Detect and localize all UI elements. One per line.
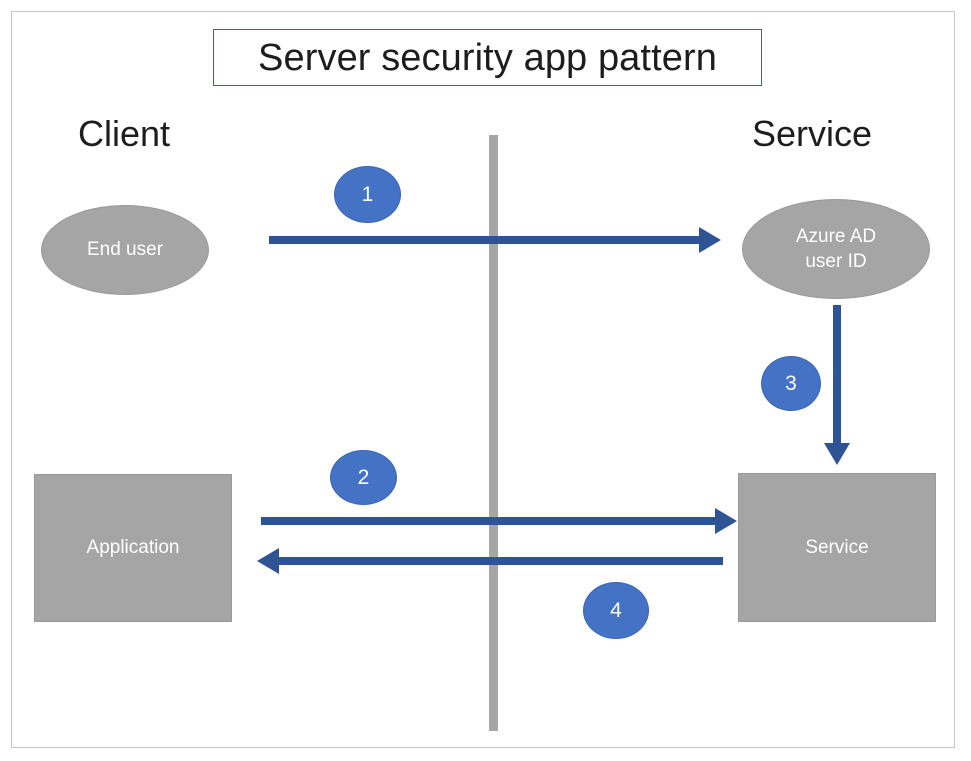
column-heading-service: Service xyxy=(752,113,873,154)
arrow-2-head-right-icon xyxy=(715,508,737,534)
node-application: Application xyxy=(34,474,232,622)
node-service: Service xyxy=(738,473,936,622)
arrow-3-head-down-icon xyxy=(824,443,850,465)
arrow-1-line xyxy=(269,236,701,244)
node-end-user-label: End user xyxy=(86,239,164,261)
arrow-4-line xyxy=(279,557,723,565)
node-end-user: End user xyxy=(41,205,209,295)
client-service-boundary-divider xyxy=(489,135,498,731)
node-application-label: Application xyxy=(86,537,180,559)
node-azure-ad-user-id-label: Azure AD user ID xyxy=(790,224,882,274)
node-azure-ad-user-id: Azure AD user ID xyxy=(742,199,930,299)
page-title: Server security app pattern xyxy=(258,36,717,79)
step-badge-1: 1 xyxy=(334,166,401,223)
step-badge-4-number: 4 xyxy=(610,599,622,622)
diagram-title-box: Server security app pattern xyxy=(213,29,762,86)
step-badge-3: 3 xyxy=(761,356,821,411)
node-service-label: Service xyxy=(805,536,869,558)
step-badge-4: 4 xyxy=(583,582,649,639)
step-badge-1-number: 1 xyxy=(361,183,374,206)
arrow-2-line xyxy=(261,517,717,525)
azure-ad-label-line2: user ID xyxy=(805,251,867,272)
arrow-4-head-left-icon xyxy=(257,548,279,574)
arrow-1-head-right-icon xyxy=(699,227,721,253)
column-heading-client: Client xyxy=(78,113,171,154)
arrow-3-line xyxy=(833,305,841,445)
step-badge-2: 2 xyxy=(330,450,397,505)
step-badge-3-number: 3 xyxy=(785,372,797,395)
step-badge-2-number: 2 xyxy=(357,466,370,489)
azure-ad-label-line1: Azure AD xyxy=(795,225,877,247)
diagram-frame xyxy=(11,11,955,748)
